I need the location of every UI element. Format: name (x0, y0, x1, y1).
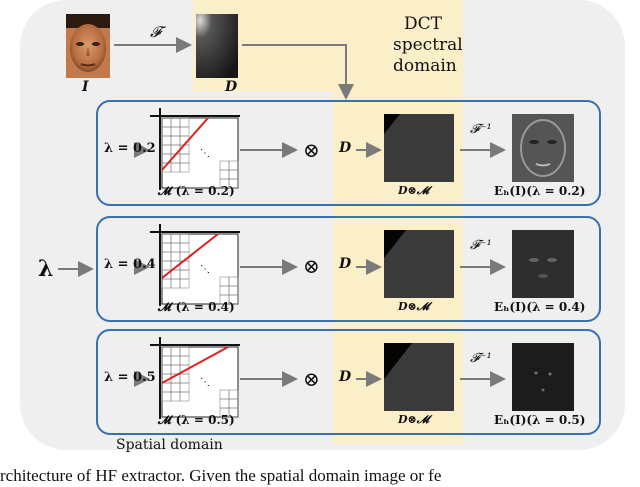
dct-spectrum-image (196, 14, 238, 78)
output-image (512, 230, 574, 298)
dct-domain-title: DCT spectral domain (393, 14, 463, 77)
mask-label: 𝓜 (λ = 0.5) (158, 413, 235, 427)
mask-cell (228, 178, 239, 189)
row-lambda-label: λ = 0.5 (104, 370, 156, 385)
mask-diagonal (161, 117, 209, 171)
otimes-operator: ⊗ (303, 254, 320, 278)
row-d-label: D (339, 140, 352, 156)
mask-matrix: ⋱ (150, 337, 240, 419)
spatial-domain-label: Spatial domain (116, 437, 223, 453)
mask-cell (179, 162, 190, 173)
output-label: Eₕ(I)(λ = 0.2) (494, 184, 586, 198)
mask-matrix: ⋱ (150, 108, 240, 190)
mask-matrix: ⋱ (150, 224, 240, 306)
mask-cell (179, 278, 190, 289)
output-label: Eₕ(I)(λ = 0.5) (494, 413, 586, 427)
row-box-2 (96, 216, 601, 322)
inverse-transform-symbol: 𝓕⁻¹ (470, 351, 492, 366)
dct-title-line-3: domain (393, 56, 457, 76)
spectrum-label: D (225, 79, 238, 95)
output-image (512, 114, 574, 182)
otimes-operator: ⊗ (303, 367, 320, 391)
row-lambda-label: λ = 0.2 (104, 141, 156, 156)
figure-caption: rchitecture of HF extractor. Given the s… (0, 466, 442, 485)
forward-transform-symbol: 𝓕 (150, 23, 162, 41)
inverse-transform-symbol: 𝓕⁻¹ (470, 238, 492, 253)
output-image (512, 343, 574, 411)
inverse-transform-symbol: 𝓕⁻¹ (470, 122, 492, 137)
mask-diagonal (161, 233, 219, 279)
row-box-3 (96, 329, 601, 435)
input-face-image (66, 14, 110, 78)
svg-text:⋱: ⋱ (200, 148, 210, 159)
masked-spectrum-image (384, 230, 454, 298)
masked-spectrum-label: D⊗𝓜 (398, 184, 430, 197)
masked-spectrum-image (384, 343, 454, 411)
row-lambda-label: λ = 0.4 (104, 257, 156, 272)
output-label: Eₕ(I)(λ = 0.4) (494, 300, 586, 314)
mask-cell (228, 407, 239, 418)
otimes-operator: ⊗ (303, 138, 320, 162)
mask-label: 𝓜 (λ = 0.2) (158, 184, 235, 198)
dct-title-line-2: spectral (393, 35, 463, 55)
row-d-label: D (339, 256, 352, 272)
dct-title-line-1: DCT (404, 14, 442, 34)
lambda-input-symbol: λ (38, 256, 54, 282)
mask-diagonal (161, 346, 229, 384)
mask-cell (228, 294, 239, 305)
row-d-label: D (339, 369, 352, 385)
svg-text:⋱: ⋱ (200, 377, 210, 388)
masked-spectrum-label: D⊗𝓜 (398, 413, 430, 426)
mask-cell (179, 391, 190, 402)
mask-label: 𝓜 (λ = 0.4) (158, 300, 235, 314)
masked-spectrum-label: D⊗𝓜 (398, 300, 430, 313)
row-box-1 (96, 100, 601, 206)
svg-text:⋱: ⋱ (200, 264, 210, 275)
masked-spectrum-image (384, 114, 454, 182)
input-image-label: I (82, 79, 89, 95)
